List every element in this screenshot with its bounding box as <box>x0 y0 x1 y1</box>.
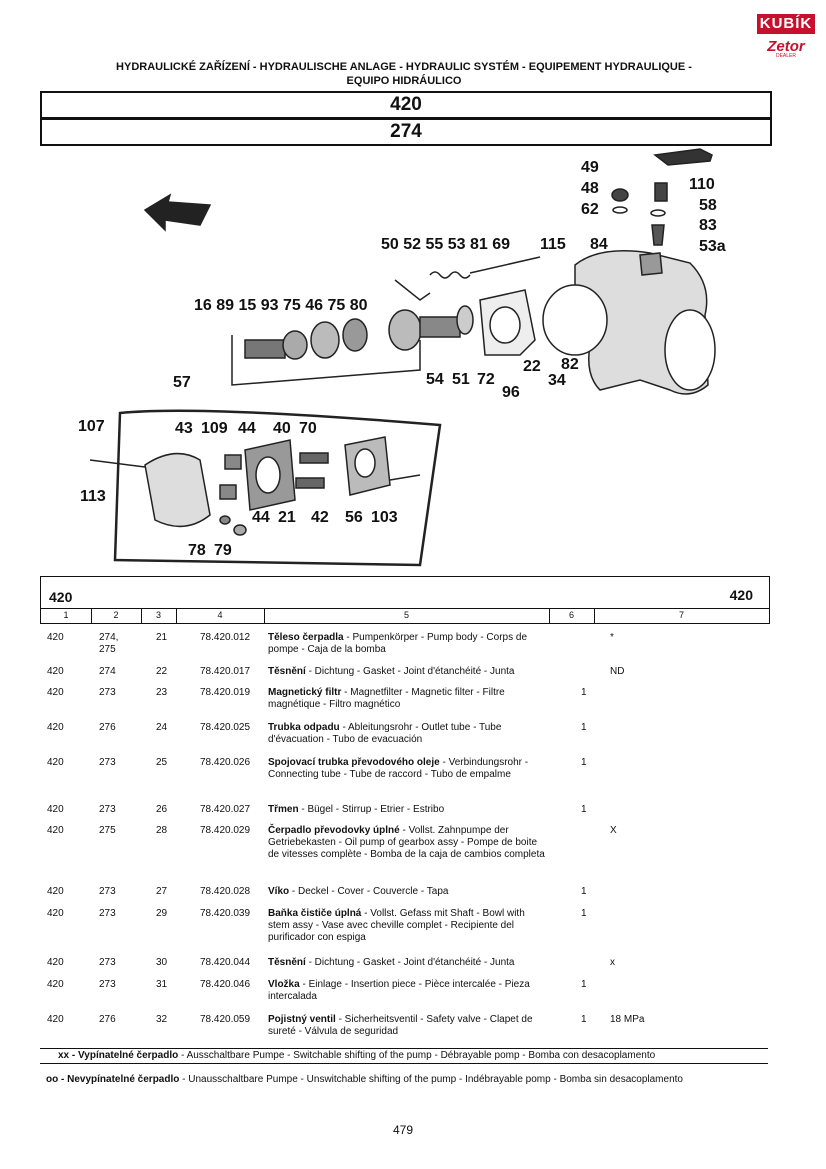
callout-43: 43 <box>175 420 193 437</box>
callout-53a: 53a <box>699 238 726 255</box>
callout-row-16-80: 16 89 15 93 75 46 75 80 <box>194 297 368 314</box>
callout-96: 96 <box>502 384 520 401</box>
callout-22: 22 <box>523 358 541 375</box>
direction-arrow-icon <box>143 193 212 232</box>
col-header-7: 7 <box>678 610 684 620</box>
group-box: 274 <box>40 118 772 146</box>
callout-row-50-69: 50 52 55 53 81 69 <box>381 236 511 253</box>
page-number: 479 <box>393 1123 414 1137</box>
callout-103: 103 <box>371 509 398 526</box>
table-group-header: 420 420 <box>40 576 770 609</box>
callout-62: 62 <box>581 201 599 218</box>
table-group-left: 420 <box>49 589 73 605</box>
callout-70: 70 <box>299 420 317 437</box>
callout-78: 78 <box>188 542 206 559</box>
col-header-4: 4 <box>217 610 223 620</box>
callout-48: 48 <box>581 180 599 197</box>
col-header-1: 1 <box>63 610 69 620</box>
callout-51: 51 <box>452 371 470 388</box>
brand-logo: KUBÍK Zetor DEALER <box>757 14 815 70</box>
callout-110: 110 <box>689 176 715 193</box>
callout-84: 84 <box>590 236 608 253</box>
callout-44-top: 44 <box>238 420 256 437</box>
callout-56: 56 <box>345 509 363 526</box>
table-group-right: 420 <box>729 587 753 603</box>
callout-113: 113 <box>80 488 106 505</box>
page-heading: HYDRAULICKÉ ZAŘÍZENÍ - HYDRAULISCHE ANLA… <box>40 60 768 88</box>
callout-79: 79 <box>214 542 232 559</box>
col-header-6: 6 <box>568 610 574 620</box>
callout-21: 21 <box>278 509 296 526</box>
callout-44-bottom: 44 <box>252 509 270 526</box>
callout-58: 58 <box>699 197 717 214</box>
callout-40: 40 <box>273 420 291 437</box>
col-header-2: 2 <box>113 610 119 620</box>
heading-line-2: EQUIPO HIDRÁULICO <box>346 75 462 87</box>
callout-107: 107 <box>78 418 105 435</box>
footnote-oo: oo - Nevypínatelné čerpadlo - Unausschal… <box>46 1074 683 1085</box>
col-header-3: 3 <box>155 610 161 620</box>
col-header-5: 5 <box>403 610 409 620</box>
footnote-xx: xx - Vypínatelné čerpadlo - Ausschaltbar… <box>40 1048 768 1064</box>
brand-tag: DEALER <box>775 53 796 59</box>
table-column-header: 1 2 3 4 5 6 7 <box>40 608 770 624</box>
callout-115: 115 <box>540 236 566 253</box>
callout-42: 42 <box>311 509 329 526</box>
callout-34: 34 <box>548 372 566 389</box>
heading-line-1: HYDRAULICKÉ ZAŘÍZENÍ - HYDRAULISCHE ANLA… <box>116 61 692 73</box>
callout-83: 83 <box>699 217 717 234</box>
callout-82: 82 <box>561 356 579 373</box>
model-box: 420 <box>40 91 772 119</box>
callout-72: 72 <box>477 371 495 388</box>
callout-49: 49 <box>581 159 599 176</box>
exploded-parts-diagram <box>89 148 716 567</box>
brand-sub: Zetor <box>767 38 805 55</box>
callout-54: 54 <box>426 371 444 388</box>
brand-name: KUBÍK <box>757 14 815 34</box>
callout-109: 109 <box>201 420 228 437</box>
callout-57: 57 <box>173 374 191 391</box>
